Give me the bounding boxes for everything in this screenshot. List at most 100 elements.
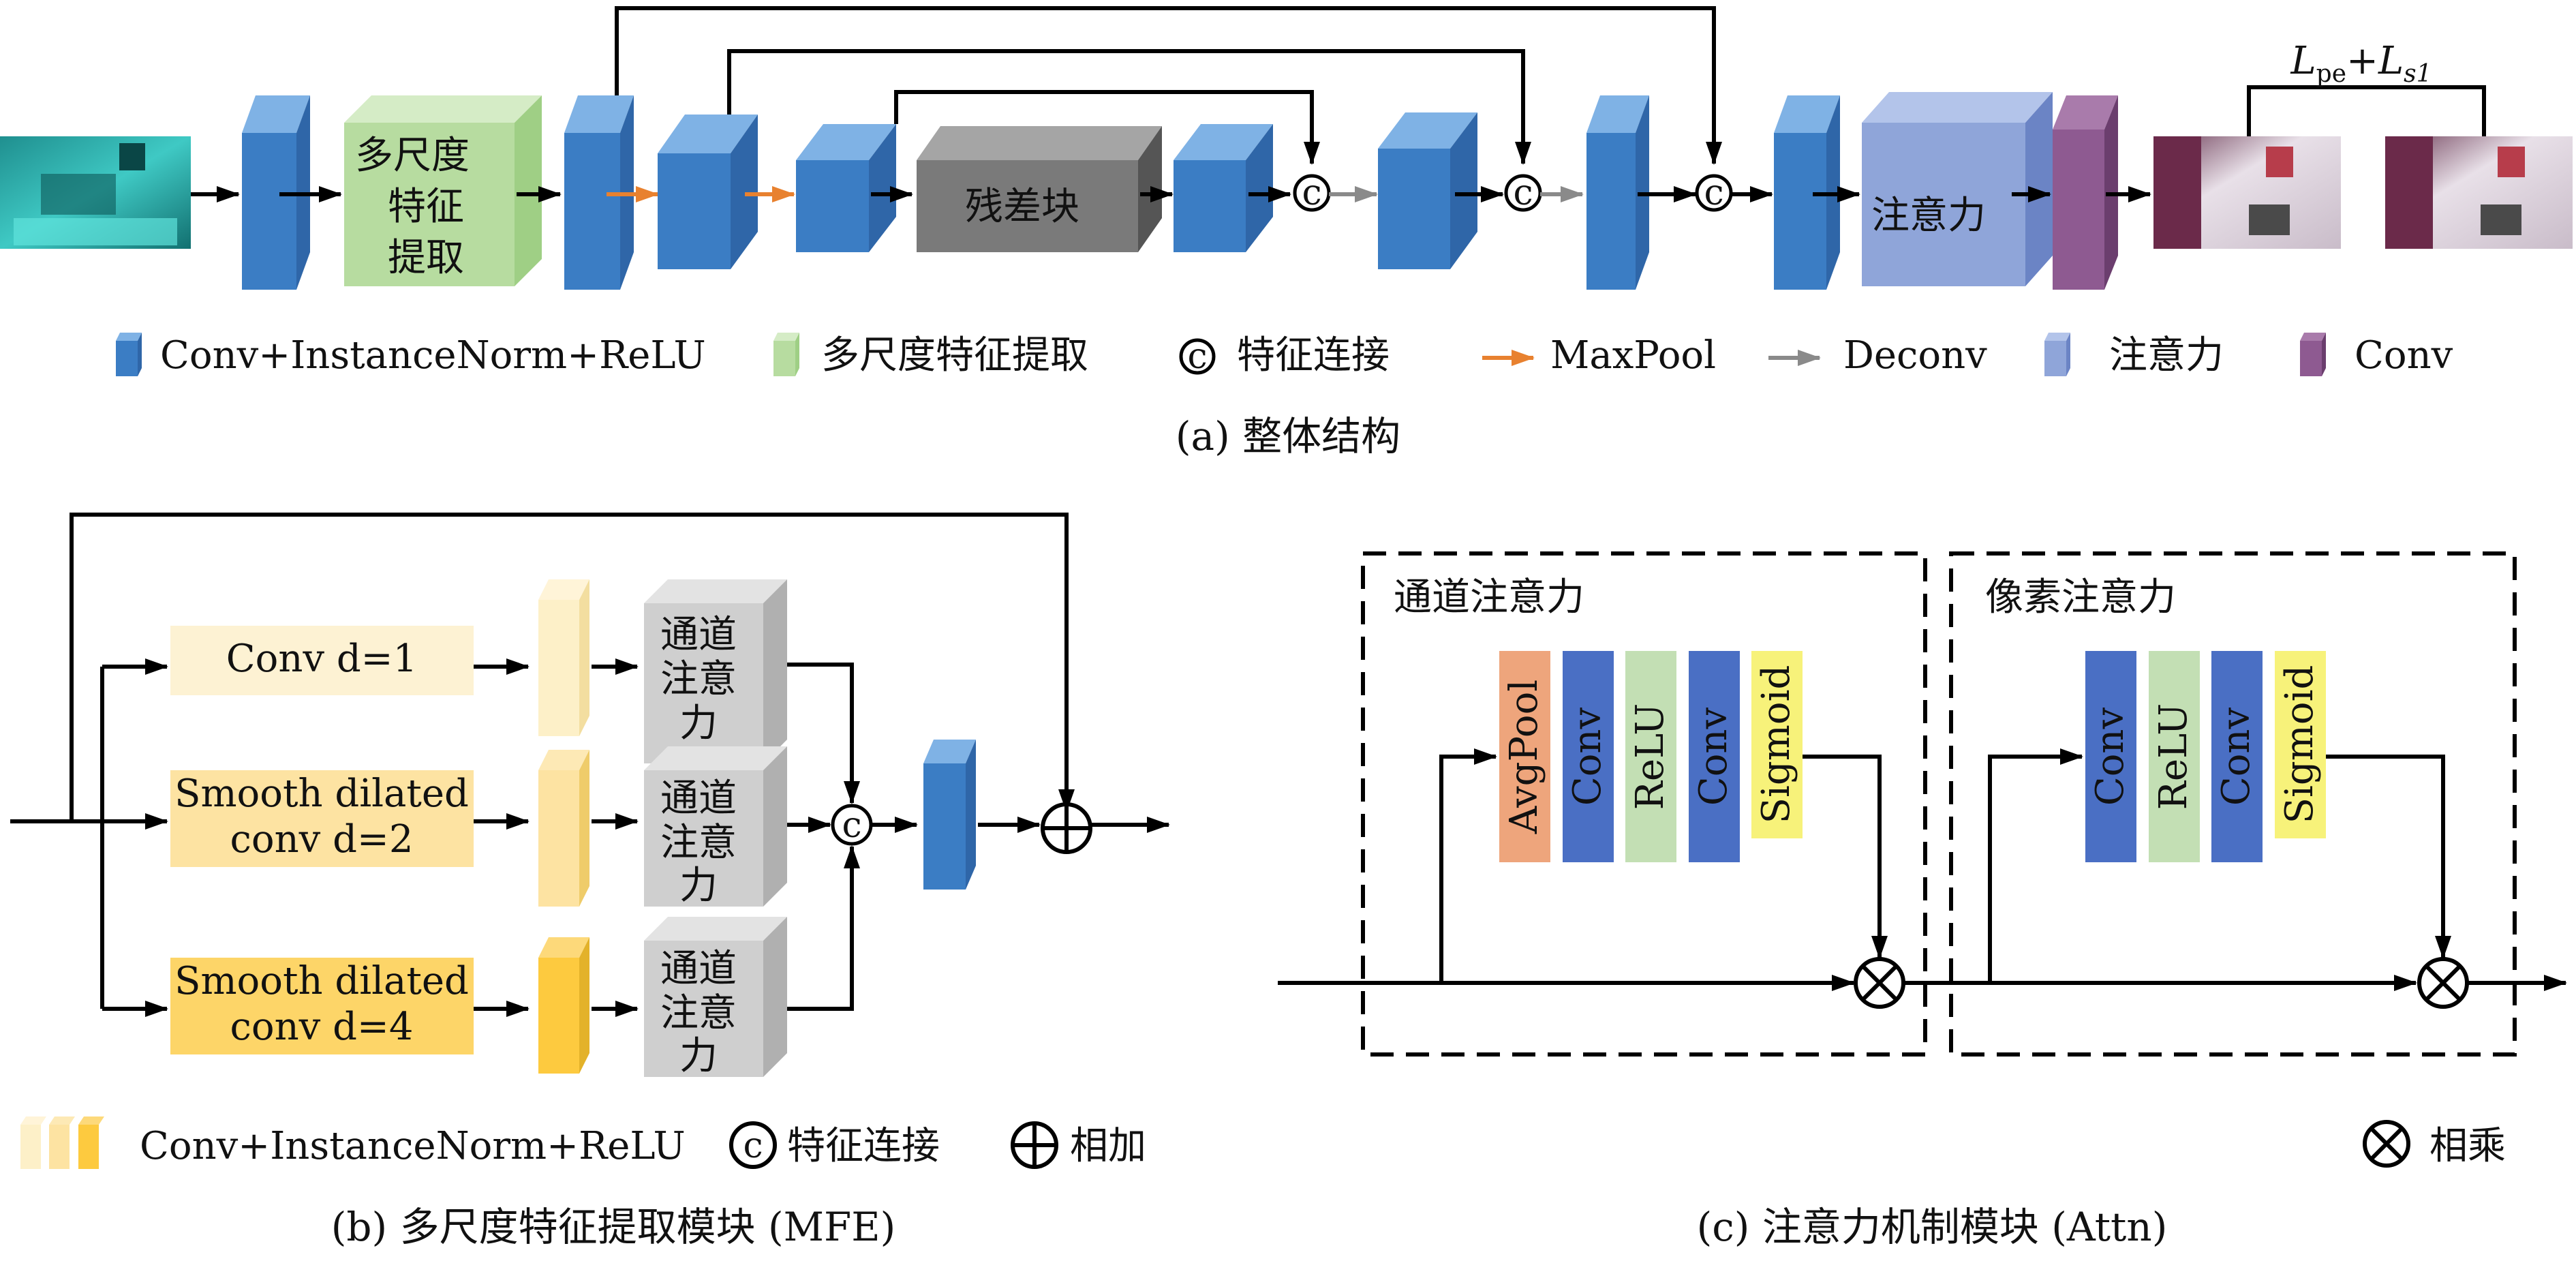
flow-arrow — [1803, 755, 1888, 959]
legend-attention-text: 注意力 — [2109, 333, 2224, 378]
svg-text:注意: 注意 — [660, 821, 737, 865]
conv-block-icon — [116, 333, 142, 376]
purple-conv-block — [2053, 95, 2118, 290]
panel-a-overall-structure: 多尺度 特征 提取 残差块 — [0, 6, 2573, 459]
svg-text:力: 力 — [679, 1034, 718, 1078]
svg-text:Sigmoid: Sigmoid — [1754, 665, 1798, 824]
svg-text:注意: 注意 — [660, 657, 737, 701]
conv-slab-stack-icon — [20, 1116, 104, 1169]
concat-node: c — [1504, 172, 1542, 213]
ca-multiply-node — [1854, 957, 1905, 1009]
concat-symbol: c — [1513, 172, 1533, 213]
input-image — [0, 136, 191, 249]
loss-bracket — [2247, 85, 2486, 136]
flow-arrow — [2326, 755, 2451, 959]
svg-text:Conv: Conv — [2088, 708, 2132, 806]
ca-bar-conv-2: Conv — [1689, 651, 1740, 862]
svg-text:通道: 通道 — [660, 613, 737, 657]
svg-text:通道: 通道 — [660, 947, 737, 991]
branch-3-label-line-1: Smooth dilated — [174, 959, 469, 1003]
conv-block — [242, 95, 310, 290]
flow-arrow — [1988, 748, 2083, 983]
ca-bar-conv-1: Conv — [1563, 651, 1614, 862]
caption-c: (c) 注意力机制模块 (Attn) — [1697, 1204, 2168, 1250]
ca-bar-avgpool: AvgPool — [1499, 651, 1550, 862]
conv-block — [564, 95, 634, 290]
svg-text:Conv: Conv — [2214, 708, 2258, 806]
ground-truth-image — [2385, 136, 2573, 249]
skip-connection-inner — [894, 90, 1320, 165]
svg-text:力: 力 — [679, 701, 718, 746]
concat-node: c — [1695, 172, 1733, 213]
svg-text:Conv: Conv — [1691, 708, 1736, 806]
svg-text:c: c — [1187, 336, 1207, 377]
mfe-block: 多尺度 特征 提取 — [344, 95, 542, 286]
attention-block-icon — [2044, 333, 2070, 376]
conv-slab-d4 — [538, 937, 589, 1074]
legend-purple-conv-text: Conv — [2355, 333, 2453, 378]
conv-block — [658, 115, 758, 269]
branch-1-label: Conv d=1 — [226, 637, 417, 681]
svg-text:ReLU: ReLU — [1628, 703, 1672, 810]
pa-bar-conv-2: Conv — [2211, 651, 2263, 862]
mfe-concat-node: c — [831, 804, 873, 846]
mfe-label-line-2: 特征 — [388, 185, 464, 229]
legend-conv-text: Conv+InstanceNorm+ReLU — [160, 333, 706, 378]
concat-symbol: c — [1704, 172, 1723, 213]
multiply-icon — [2363, 1120, 2410, 1168]
legend-b: Conv+InstanceNorm+ReLU c 特征连接 相加 — [20, 1116, 1146, 1169]
channel-attention-cube-1: 通道 注意 力 — [644, 579, 787, 763]
residual-label: 残差块 — [965, 185, 1079, 229]
conv-slab-d1 — [538, 579, 589, 736]
conv-block — [1378, 112, 1477, 269]
svg-text:ReLU: ReLU — [2151, 703, 2196, 810]
pixel-attention-title: 像素注意力 — [1985, 575, 2176, 620]
legend-maxpool-text: MaxPool — [1550, 333, 1716, 378]
branch-2-label-line-2: conv d=2 — [230, 817, 414, 862]
attention-label: 注意力 — [1871, 194, 1986, 238]
branch-conv-d1: Conv d=1 — [170, 626, 474, 695]
concat-icon: c — [1179, 336, 1216, 377]
panel-b-mfe: Conv d=1 Smooth dilated conv d=2 Smooth … — [10, 513, 1170, 1250]
svg-text:注意: 注意 — [660, 991, 737, 1035]
caption-a: (a) 整体结构 — [1176, 413, 1400, 459]
concat-node: c — [1293, 172, 1331, 213]
caption-b: (b) 多尺度特征提取模块 (MFE) — [331, 1204, 895, 1250]
add-icon — [1011, 1121, 1058, 1169]
flow-arrow — [787, 845, 860, 1011]
mfe-skip-connection — [70, 513, 1075, 821]
purple-conv-icon — [2300, 333, 2326, 376]
legend-a: Conv+InstanceNorm+ReLU 多尺度特征提取 c 特征连接 Ma… — [116, 333, 2453, 378]
legend-concat-text: 特征连接 — [1237, 333, 1390, 378]
channel-attention-cube-2: 通道 注意 力 — [644, 746, 787, 908]
pa-bar-sigmoid: Sigmoid — [2275, 651, 2326, 838]
pa-multiply-node — [2417, 957, 2469, 1009]
svg-text:c: c — [743, 1125, 763, 1166]
mfe-label-line-3: 提取 — [388, 236, 464, 280]
conv-block — [796, 124, 896, 252]
loss-label: Lpe+Ls1 — [2290, 39, 2432, 88]
mfe-add-node — [1041, 802, 1092, 854]
branch-2-label-line-1: Smooth dilated — [174, 772, 469, 816]
svg-text:AvgPool: AvgPool — [1502, 680, 1546, 834]
ca-bar-relu: ReLU — [1625, 651, 1676, 862]
residual-block: 残差块 — [917, 126, 1162, 252]
legend-multiply-text: 相乘 — [2429, 1124, 2506, 1168]
concat-icon: c — [729, 1121, 777, 1169]
legend-b-conv-text: Conv+InstanceNorm+ReLU — [140, 1124, 686, 1168]
output-image — [2153, 136, 2341, 249]
concat-symbol: c — [1302, 172, 1321, 213]
ca-bar-sigmoid: Sigmoid — [1751, 651, 1803, 838]
svg-text:c: c — [842, 805, 861, 846]
branch-smooth-dilated-d2: Smooth dilated conv d=2 — [170, 770, 474, 867]
pa-bar-relu: ReLU — [2149, 651, 2200, 862]
branch-3-label-line-2: conv d=4 — [230, 1005, 414, 1049]
svg-text:力: 力 — [679, 864, 718, 908]
panel-c-attention: 通道注意力 像素注意力 AvgPool Conv ReLU Conv Sigmo… — [1278, 551, 2567, 1250]
conv-slab-d2 — [538, 750, 589, 907]
flow-arrow — [787, 663, 860, 804]
legend-deconv-text: Deconv — [1843, 333, 1987, 378]
legend-mfe-text: 多尺度特征提取 — [821, 333, 1088, 378]
conv-block — [1774, 95, 1840, 290]
